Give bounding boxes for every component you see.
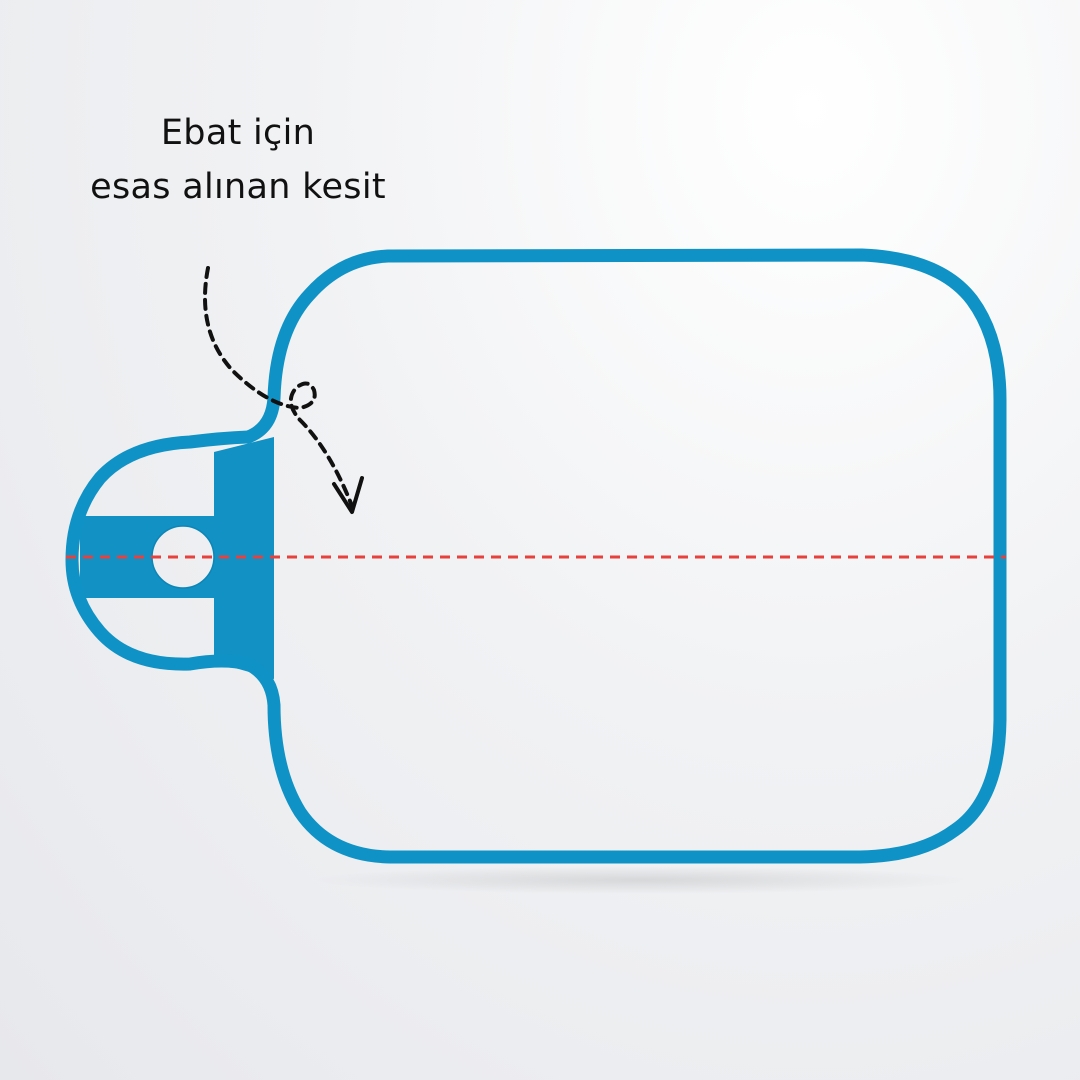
board-outline bbox=[65, 248, 1007, 864]
section-annotation-label: Ebat için esas alınan kesit bbox=[40, 106, 436, 214]
floor-shadow bbox=[310, 866, 970, 894]
handle-spokes bbox=[80, 516, 216, 598]
annotation-line-2: esas alınan kesit bbox=[90, 167, 386, 207]
annotation-line-1: Ebat için bbox=[160, 113, 316, 153]
arrowhead-icon bbox=[332, 476, 364, 514]
pointer-arrow bbox=[203, 266, 364, 514]
